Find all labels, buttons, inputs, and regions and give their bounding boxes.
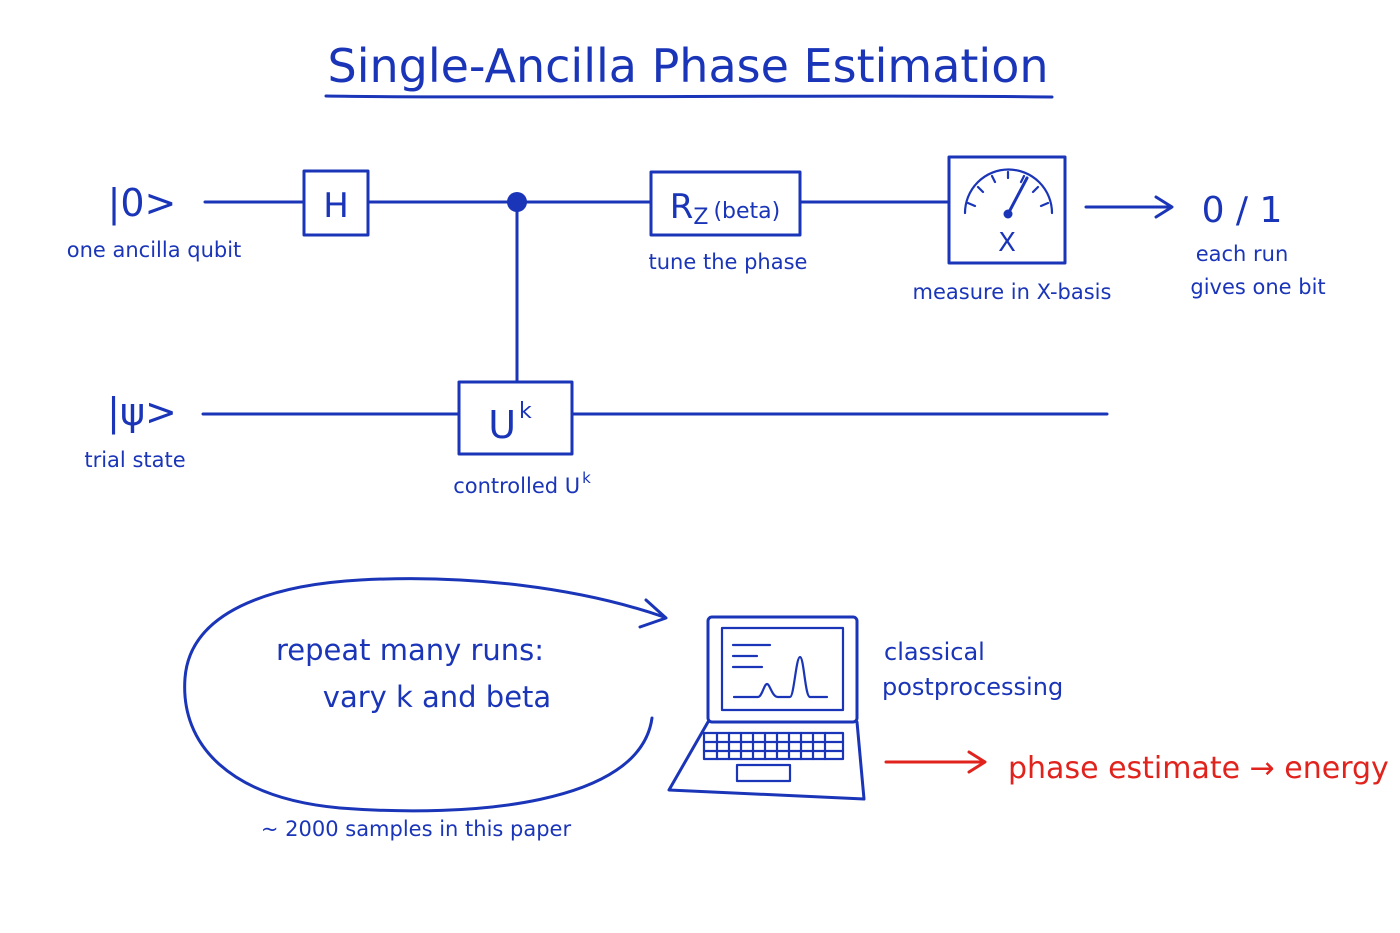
laptop-icon [667,615,866,801]
measurement-basis: X [998,228,1016,258]
controlled-u-caption-base: controlled U [453,474,580,498]
u-gate-exponent: k [519,399,532,424]
trial-caption: trial state [84,448,185,472]
rotation-base: R [670,187,694,227]
output-caption-line1: each run [1196,242,1289,266]
meter-icon: X [947,155,1067,265]
repeat-loop-arrowhead [638,598,668,629]
title-underline [324,94,1054,99]
measurement-caption: measure in X-basis [913,280,1112,304]
trial-state-label: |ψ> [107,390,177,435]
ancilla-caption: one ancilla qubit [67,238,242,262]
loop-text-line2: vary k and beta [323,680,551,714]
ancilla-state-label: |0> [108,181,177,226]
sample-count-note: ~ 2000 samples in this paper [261,817,572,841]
loop-text-line1: repeat many runs: [276,633,544,667]
postprocessing-caption-line1: classical [884,638,985,666]
svg-text:RZ(beta): RZ(beta) [670,187,780,230]
svg-text:Uk: Uk [488,399,532,447]
postprocessing-caption-line2: postprocessing [882,673,1063,701]
rotation-argument: (beta) [713,199,780,224]
repeat-loop [183,577,666,813]
rotation-subscript: Z [693,205,708,230]
result-text: phase estimate → energy [1008,751,1389,786]
output-value: 0 / 1 [1202,190,1283,231]
output-arrow [1084,195,1174,219]
output-caption-line2: gives one bit [1190,275,1325,299]
u-gate-base: U [488,403,516,447]
rotation-caption: tune the phase [649,250,808,274]
result-arrow [884,750,987,774]
hadamard-gate: H [302,169,370,237]
hadamard-label: H [323,186,349,226]
page-title: Single-Ancilla Phase Estimation [328,39,1049,93]
controlled-u-caption-exp: k [582,469,591,487]
rotation-gate: RZ(beta) [649,170,802,237]
